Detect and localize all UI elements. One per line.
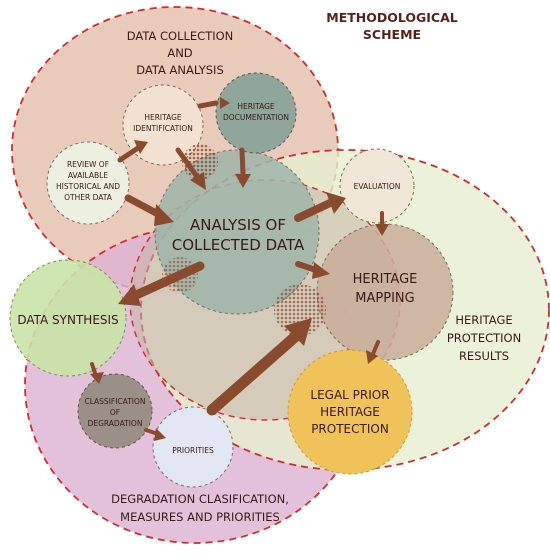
node-label-legal-1: LEGAL PRIOR — [310, 388, 389, 402]
node-label-review-1: REVIEW OF — [67, 160, 109, 169]
node-evaluation — [339, 148, 415, 224]
region-label-results-1: HERITAGE — [455, 313, 512, 327]
node-label-review-4: OTHER DATA — [64, 193, 113, 202]
dot-pattern-mapping — [274, 284, 326, 336]
node-label-classification-1: CLASSIFICATION — [84, 397, 145, 406]
arrow-review-to-analysis-head — [154, 204, 174, 226]
node-label-mapping-2: MAPPING — [355, 291, 414, 306]
region-label-collection-3: DATA ANALYSIS — [136, 63, 224, 77]
node-label-review-2: AVAILABLE — [68, 171, 108, 180]
node-label-analysis-2: COLLECTED DATA — [172, 236, 305, 254]
node-label-legal-3: PROTECTION — [311, 422, 389, 436]
node-label-identification-2: IDENTIFICATION — [133, 124, 193, 133]
arrow-documentation-to-analysis — [239, 147, 246, 177]
node-label-analysis-1: ANALYSIS OF — [190, 216, 286, 234]
diagram-title-line-1: METHODOLOGICAL — [326, 10, 457, 25]
region-label-results-2: PROTECTION — [447, 331, 521, 345]
dot-pattern-analysis — [182, 144, 218, 180]
node-priorities — [152, 406, 234, 488]
dot-pattern-synthesis — [162, 257, 198, 293]
node-data-synthesis — [9, 259, 127, 377]
node-label-legal-2: HERITAGE — [320, 405, 380, 419]
arrow-classification-to-priorities-head — [154, 428, 166, 441]
node-review-data — [46, 141, 130, 225]
arrow-synthesis-to-classification-head — [90, 372, 104, 384]
node-label-classification-2: OF — [110, 408, 120, 417]
node-legal-protection — [287, 349, 413, 475]
arrow-review-to-identification-head — [134, 140, 148, 154]
arrow-identification-to-documentation — [197, 100, 219, 109]
arrow-priorities-to-mapping — [206, 330, 302, 416]
arrow-identification-to-documentation-head — [220, 97, 230, 109]
arrow-documentation-to-analysis-head — [235, 174, 251, 188]
node-label-identification-1: HERITAGE — [144, 113, 182, 122]
node-label-priorities: PRIORITIES — [172, 446, 214, 455]
node-label-mapping-1: HERITAGE — [353, 272, 418, 287]
node-label-documentation-1: HERITAGE — [237, 102, 275, 111]
node-label-documentation-2: DOCUMENTATION — [223, 113, 289, 122]
region-label-degradation-1: DEGRADATION CLASIFICATION, — [111, 492, 289, 506]
arrow-analysis-to-mapping-head — [312, 262, 330, 279]
arrow-analysis-to-evaluation — [294, 199, 334, 222]
diagram-title-line-2: SCHEME — [363, 27, 421, 42]
node-classification — [77, 373, 153, 449]
node-label-evaluation: EVALUATION — [354, 182, 401, 191]
node-label-classification-3: DEGRADATION — [88, 419, 143, 428]
arrow-analysis-to-synthesis-head — [118, 284, 141, 306]
region-label-results-3: RESULTS — [459, 349, 509, 363]
arrow-evaluation-to-mapping-head — [375, 224, 389, 236]
arrow-review-to-analysis — [124, 194, 162, 218]
arrow-analysis-to-mapping — [295, 261, 319, 273]
region-label-collection-1: DATA COLLECTION — [127, 29, 234, 43]
arrow-analysis-to-evaluation-head — [326, 192, 346, 214]
arrow-mapping-to-legal-head — [366, 350, 378, 364]
node-label-synthesis: DATA SYNTHESIS — [17, 313, 118, 327]
region-label-collection-2: AND — [167, 46, 192, 60]
arrow-review-to-identification — [117, 145, 141, 163]
arrow-mapping-to-legal — [371, 340, 380, 356]
region-label-degradation-2: MEASURES AND PRIORITIES — [120, 510, 280, 524]
node-label-review-3: HISTORICAL AND — [56, 182, 120, 191]
node-heritage-documentation — [215, 72, 297, 154]
